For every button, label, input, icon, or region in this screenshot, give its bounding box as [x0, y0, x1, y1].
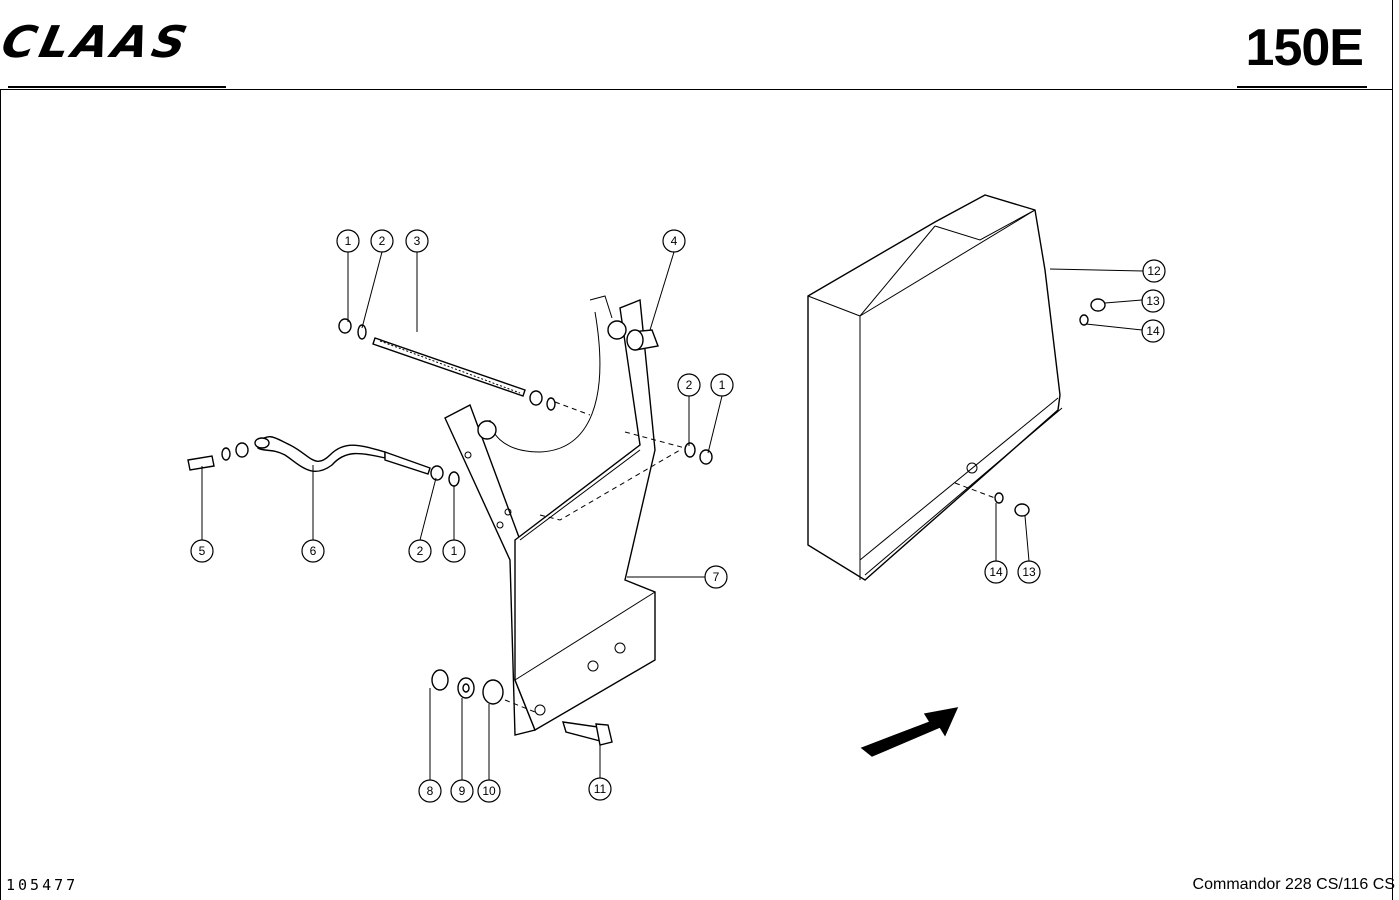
svg-text:10: 10 [482, 784, 496, 798]
svg-text:2: 2 [686, 378, 693, 392]
leader-lines [201, 251, 1144, 780]
callout-14-lower: 14 [984, 560, 1008, 584]
svg-text:12: 12 [1147, 264, 1161, 278]
linkage-arm [187, 436, 460, 487]
washer-lower [994, 492, 1004, 504]
drawing-number: 105477 [6, 876, 79, 894]
callout-5: 5 [190, 539, 214, 563]
callout-7: 7 [704, 565, 728, 589]
svg-text:2: 2 [417, 544, 424, 558]
bolt-upper [1090, 298, 1106, 312]
callout-1-lower: 1 [442, 539, 466, 563]
callout-1-right: 1 [710, 373, 734, 397]
page-code: 150E [1245, 19, 1364, 77]
frame-line-top [0, 89, 1392, 90]
nut-right [699, 449, 713, 465]
frame-line-left [0, 89, 1, 900]
svg-text:4: 4 [671, 234, 678, 248]
svg-text:5: 5 [199, 544, 206, 558]
washer-upper [1079, 314, 1089, 326]
svg-text:11: 11 [594, 782, 607, 796]
svg-text:14: 14 [1146, 324, 1160, 338]
washer-right [684, 442, 696, 458]
svg-text:9: 9 [459, 784, 466, 798]
callout-6: 6 [301, 539, 325, 563]
model-name: Commandor 228 CS/116 CS [1192, 876, 1395, 893]
callout-9: 9 [450, 779, 474, 803]
svg-text:13: 13 [1146, 294, 1160, 308]
lower-hardware [431, 669, 613, 746]
frame-line-right [1392, 0, 1393, 900]
callout-12: 12 [1142, 259, 1166, 283]
svg-text:7: 7 [713, 570, 720, 584]
callout-10: 10 [477, 779, 501, 803]
callout-8: 8 [418, 779, 442, 803]
callout-14-upper: 14 [1141, 319, 1165, 343]
svg-text:1: 1 [345, 234, 352, 248]
svg-text:1: 1 [451, 544, 458, 558]
callout-11: 11 [588, 777, 612, 801]
callout-3: 3 [405, 229, 429, 253]
callout-2: 2 [370, 229, 394, 253]
svg-text:3: 3 [414, 234, 421, 248]
page-code-underline [1237, 86, 1367, 88]
callout-2-right: 2 [677, 373, 701, 397]
callout-2-lower: 2 [408, 539, 432, 563]
bracket-plate [444, 295, 686, 736]
svg-text:8: 8 [427, 784, 434, 798]
svg-text:14: 14 [989, 565, 1003, 579]
svg-text:2: 2 [379, 234, 386, 248]
cover-hood [807, 194, 1063, 581]
bolt-lower [1014, 503, 1030, 517]
callout-4: 4 [662, 229, 686, 253]
svg-text:6: 6 [310, 544, 317, 558]
callout-1: 1 [336, 229, 360, 253]
logo-underline [8, 86, 226, 88]
callout-13-lower: 13 [1017, 560, 1041, 584]
callout-13-upper: 13 [1141, 289, 1165, 313]
svg-text:1: 1 [719, 378, 726, 392]
spacer-sleeve [626, 329, 659, 351]
direction-arrow-icon [860, 707, 959, 757]
threaded-rod [338, 318, 556, 411]
svg-text:13: 13 [1022, 565, 1036, 579]
